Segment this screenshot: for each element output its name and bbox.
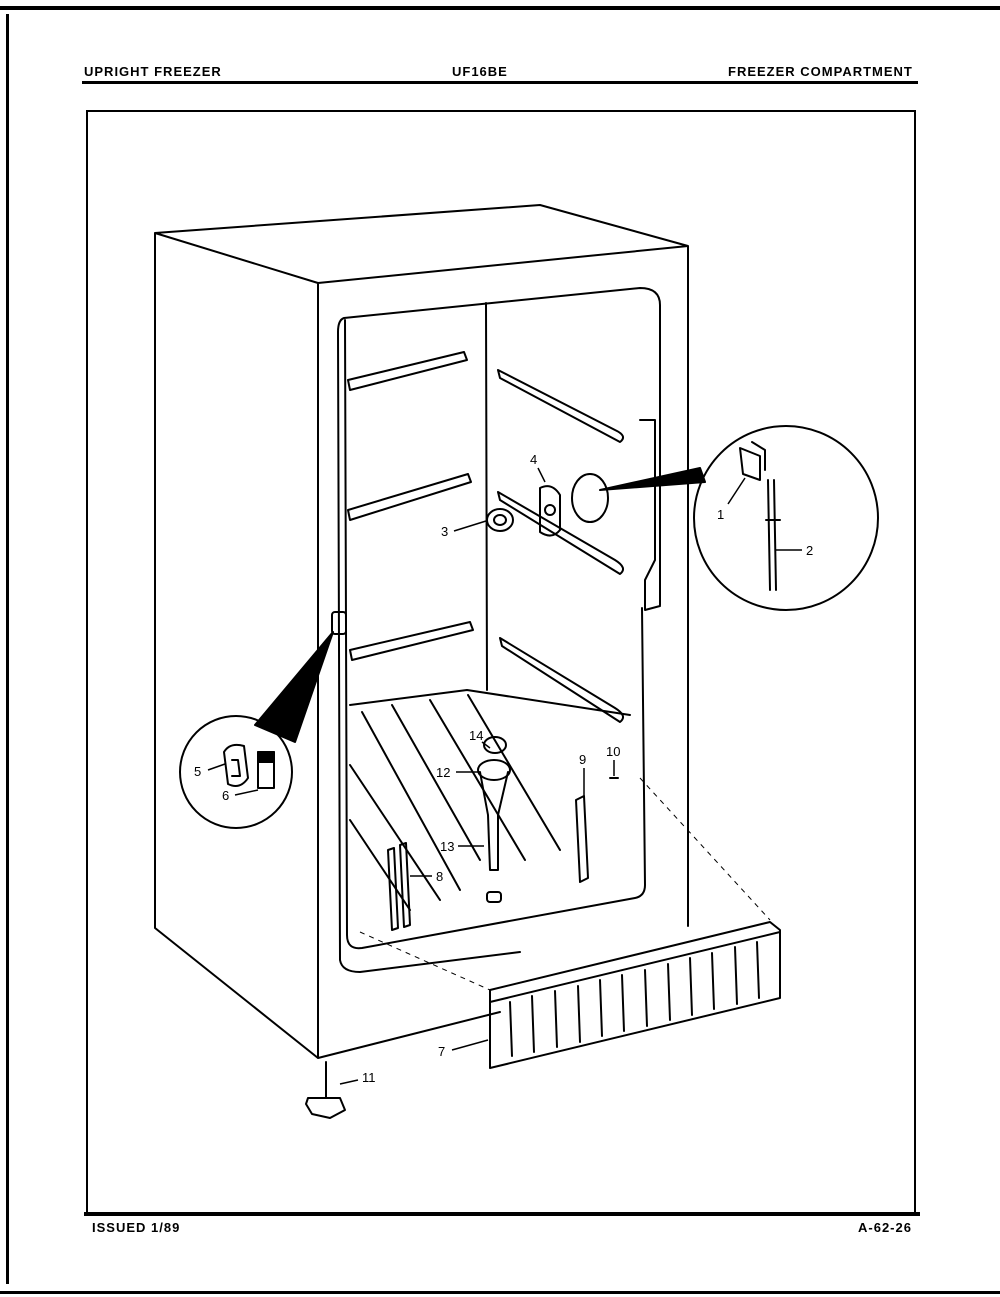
callout-13: 13 (440, 839, 454, 854)
floor-ridge (349, 764, 441, 901)
header-product-type: UPRIGHT FREEZER (84, 64, 222, 79)
floor-ridge (467, 694, 561, 851)
callout-14: 14 (469, 728, 483, 743)
magnifier-wedge-left (254, 631, 334, 743)
callout-12: 12 (436, 765, 450, 780)
shelf-support-right (575, 795, 589, 883)
drain-cap (483, 736, 507, 754)
callout-5: 5 (194, 764, 201, 779)
thermostat-body (739, 447, 761, 481)
callout-1: 1 (717, 507, 724, 522)
detail-circle-thermostat (693, 425, 879, 611)
callout-4: 4 (530, 452, 537, 467)
assembly-line-grille-left (359, 931, 491, 991)
floor-ridge (361, 711, 461, 891)
left-rule (6, 14, 9, 1284)
control-bezel (539, 485, 561, 537)
liner-back-corner (485, 302, 488, 691)
thermostat-bracket (751, 441, 766, 471)
floor-ridge (429, 699, 526, 861)
bottom-rule (0, 1291, 1000, 1294)
shelf-support-left-b (399, 842, 411, 928)
callout-7: 7 (438, 1044, 445, 1059)
assembly-line-grille-right (639, 777, 771, 921)
frame-bottom-rule (84, 1212, 920, 1216)
toe-grille (489, 921, 781, 1069)
header-model-number: UF16BE (452, 64, 508, 79)
left-shelf-rail-3 (349, 621, 474, 661)
door-switch-housing (331, 611, 347, 635)
floor-ridge (349, 819, 411, 911)
footer-issue-date: ISSUED 1/89 (92, 1220, 181, 1235)
left-shelf-rail-1 (347, 351, 468, 391)
header-section-title: FREEZER COMPARTMENT (728, 64, 913, 79)
liner-outline (337, 287, 661, 973)
callout-11: 11 (362, 1070, 376, 1085)
floor-ridge (391, 704, 481, 861)
liner-right-step (639, 419, 661, 611)
back-shelf-rail-2 (497, 491, 625, 575)
back-shelf-rail-1 (497, 369, 625, 443)
liner-floor-edge (349, 689, 631, 716)
callout-8: 8 (436, 869, 443, 884)
callout-3: 3 (441, 524, 448, 539)
back-shelf-rail-3 (499, 637, 625, 723)
left-shelf-rail-2 (347, 473, 472, 521)
callout-9: 9 (579, 752, 586, 767)
sensing-bulb (767, 479, 771, 591)
callout-10: 10 (606, 744, 620, 759)
liner-inner-edge (344, 319, 646, 950)
thermostat-housing (571, 473, 609, 523)
callout-2: 2 (806, 543, 813, 558)
top-rule (0, 6, 1000, 10)
control-knob (486, 508, 514, 532)
footer-page-code: A-62-26 (858, 1220, 912, 1235)
callout-6: 6 (222, 788, 229, 803)
shelf-support-left-a (387, 847, 399, 931)
magnifier-wedge-right (599, 467, 706, 491)
leveling-leg-foot (305, 1097, 346, 1119)
header-underline (82, 81, 918, 84)
cabinet-outline (154, 204, 689, 1059)
detail-circle-switch (179, 715, 293, 829)
drain-funnel (477, 759, 511, 781)
switch-bracket (223, 743, 249, 787)
drain-tube (479, 771, 509, 871)
